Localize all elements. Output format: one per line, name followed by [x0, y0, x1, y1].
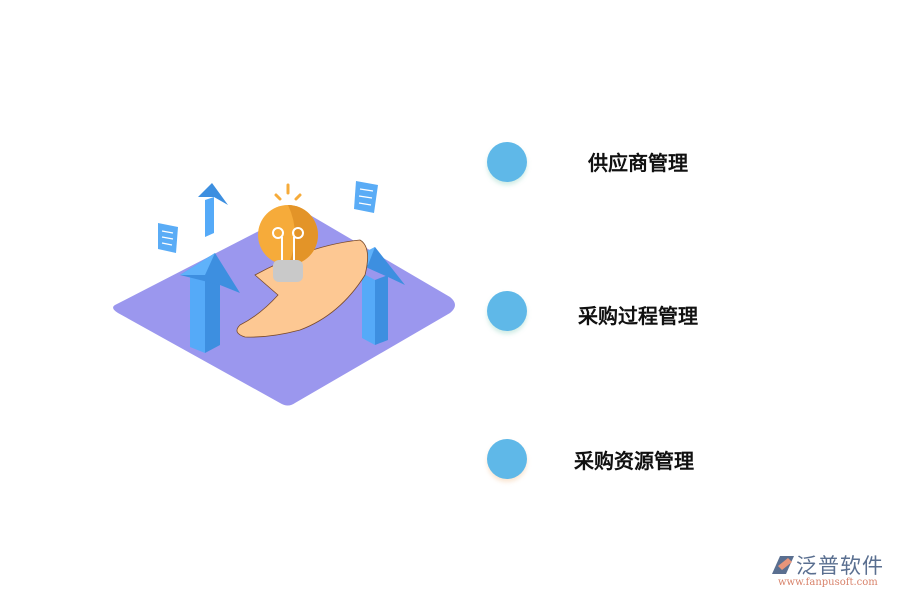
- logo-name: 泛普软件: [796, 554, 884, 578]
- list-item: [487, 439, 527, 479]
- lightbulb-icon: [258, 183, 318, 282]
- logo-url: www.fanpusoft.com: [778, 577, 878, 588]
- logo-mark-icon: [772, 556, 794, 574]
- illustration-hand-lightbulb: [110, 175, 460, 415]
- bullet-dot: [487, 439, 527, 479]
- bullet-dot: [487, 142, 527, 182]
- item-label-supplier: 供应商管理: [588, 151, 688, 175]
- list-item: [487, 142, 527, 182]
- item-label-process: 采购过程管理: [578, 304, 698, 328]
- arrow-up-icon: [198, 183, 228, 237]
- brand-logo: 泛普软件 www.fanpusoft.com: [768, 550, 893, 595]
- bullet-dot: [487, 291, 527, 331]
- hand-shape: [236, 239, 368, 338]
- item-label-resource: 采购资源管理: [574, 449, 694, 473]
- document-icon: [158, 223, 178, 253]
- isometric-illustration: [113, 181, 456, 406]
- list-item: [487, 291, 527, 331]
- arrow-up-icon: [180, 253, 240, 353]
- document-icon: [354, 181, 378, 213]
